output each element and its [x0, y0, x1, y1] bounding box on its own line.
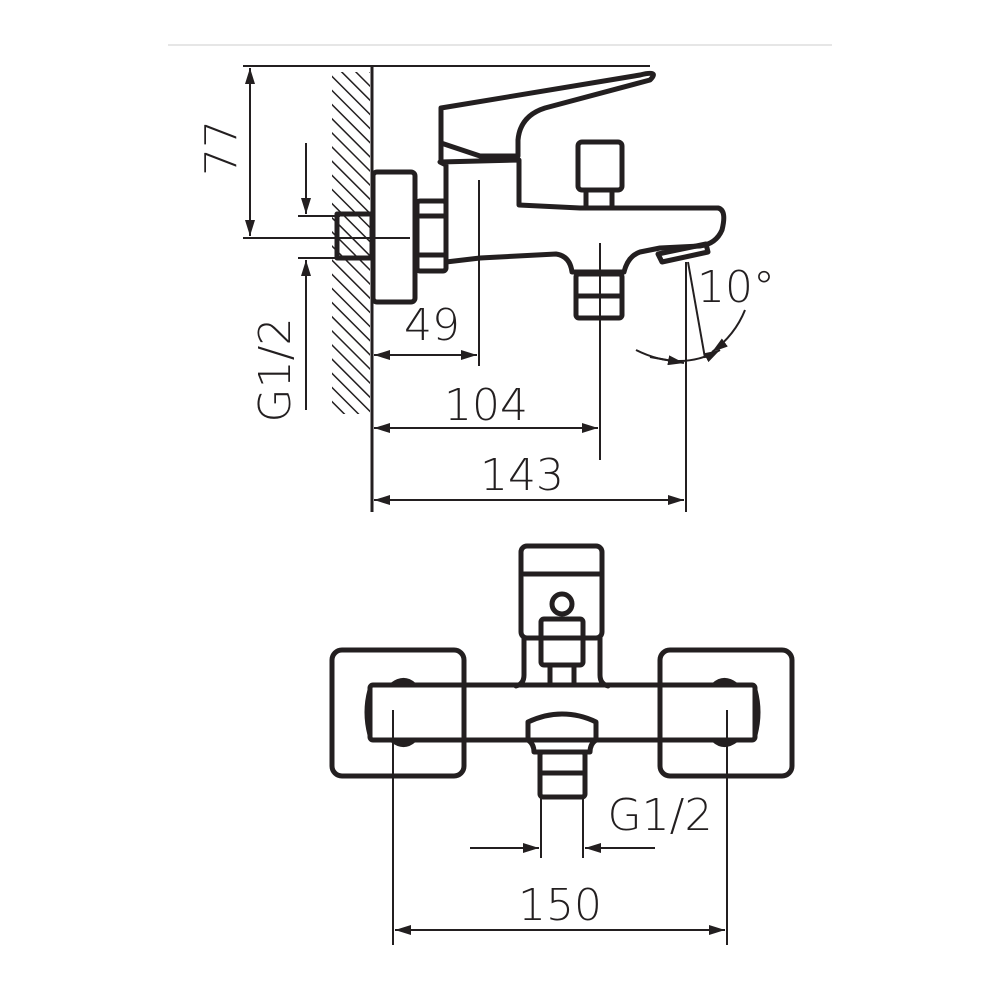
angle-arrow-left — [649, 355, 685, 366]
left-bar-cap — [364, 678, 417, 747]
angle-arc — [635, 349, 721, 363]
outlet-front — [525, 711, 599, 755]
angle-line — [687, 261, 706, 359]
angle-arrow-right — [711, 309, 746, 353]
horizontal-bar — [367, 682, 758, 743]
right-bar-cap — [711, 678, 761, 747]
diverter-knob-front — [538, 616, 586, 668]
diverter-stem — [583, 187, 615, 211]
center-body — [518, 543, 605, 641]
connector-nut — [414, 198, 449, 274]
side-view: 77 G1/2 49 104 143 — [196, 65, 775, 512]
front-thread-label: G1/2 — [608, 790, 713, 841]
mixer-body — [437, 157, 727, 275]
diverter-knob — [575, 139, 625, 193]
body-neck — [513, 635, 611, 689]
front-view: 150 G1/2 — [329, 543, 795, 945]
lever-handle — [438, 70, 656, 163]
dim-104-label: 104 — [444, 380, 528, 431]
dim-thread-label: G1/2 — [250, 318, 301, 423]
dim-angle-label: 10° — [697, 262, 775, 313]
diverter-stem-front — [547, 662, 577, 688]
dim-49-label: 49 — [404, 300, 460, 351]
left-flange — [329, 647, 467, 779]
indicator-screw — [549, 591, 575, 617]
dim-77-label: 77 — [196, 120, 247, 176]
dim-143-label: 143 — [480, 450, 564, 501]
dim-150-label: 150 — [518, 880, 602, 931]
aerator — [655, 241, 711, 265]
